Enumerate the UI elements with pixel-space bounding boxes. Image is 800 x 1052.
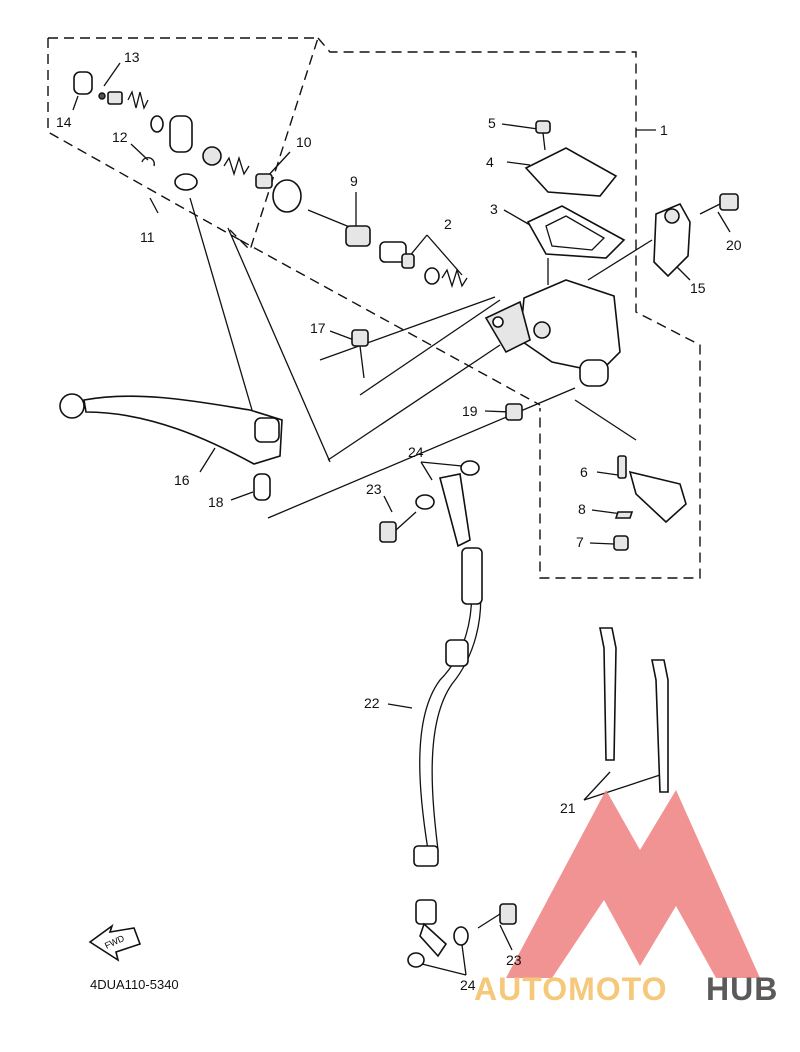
part-label: 11 [140, 229, 155, 245]
part-label: 24 [408, 444, 424, 460]
part-label: 16 [174, 472, 190, 488]
watermark-text-automoto: AUTOMOTO [474, 971, 667, 1007]
group-outlines [47, 37, 701, 579]
part-label: 7 [576, 534, 584, 550]
part-label: 13 [124, 49, 140, 65]
part-label: 21 [560, 800, 576, 816]
part-label: 5 [488, 115, 496, 131]
part-label: 9 [350, 173, 358, 189]
part-label: 23 [366, 481, 382, 497]
part-labels: 1 2 3 4 5 6 7 8 9 10 11 12 13 14 15 16 1… [56, 49, 742, 993]
part-label: 12 [112, 129, 128, 145]
part-label: 20 [726, 237, 742, 253]
part-label: 3 [490, 201, 498, 217]
part-label: 15 [690, 280, 706, 296]
part-label: 1 [660, 122, 668, 138]
part-label: 4 [486, 154, 494, 170]
part-label: 24 [460, 977, 476, 993]
part-label: 10 [296, 134, 312, 150]
part-label: 19 [462, 403, 478, 419]
part-label: 22 [364, 695, 380, 711]
part-label: 6 [580, 464, 588, 480]
parts [59, 71, 739, 968]
part-label: 2 [444, 216, 452, 232]
part-label: 8 [578, 501, 586, 517]
leader-lines [72, 62, 731, 976]
watermark-logo: AUTOMOTO HUB [474, 790, 778, 1007]
part-label: 23 [506, 952, 522, 968]
part-label: 18 [208, 494, 224, 510]
part-label: 14 [56, 114, 72, 130]
diagram-code: 4DUA110-5340 [90, 977, 179, 992]
watermark-text-hub: HUB [706, 971, 778, 1007]
part-label: 17 [310, 320, 326, 336]
